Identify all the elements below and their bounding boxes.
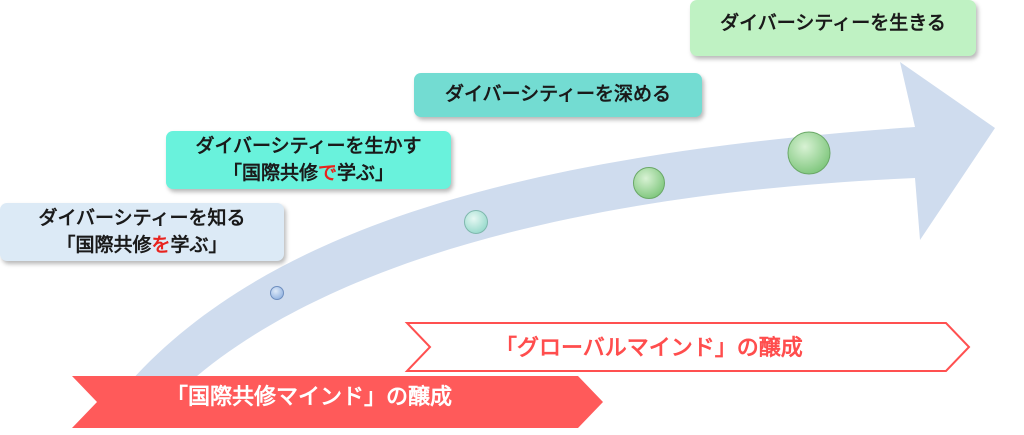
stage-2-title: ダイバーシティーを生かす [195, 135, 422, 157]
banner-kokusai-label: 「国際共修マインド」の醸成 [166, 385, 453, 410]
stage-2-subtitle-pre: 「国際共修 [222, 162, 318, 184]
node-2 [464, 210, 488, 234]
stage-2-highlight: で [317, 162, 337, 184]
stage-2-subtitle: 「国際共修で学ぶ」 [166, 160, 451, 187]
stage-3-title: ダイバーシティーを深める [444, 83, 672, 105]
node-1 [270, 286, 284, 300]
stage-1-title: ダイバーシティーを知る [38, 207, 246, 229]
node-4 [787, 131, 831, 175]
stage-box-utilize: ダイバーシティーを生かす 「国際共修で学ぶ」 [166, 131, 451, 189]
stage-box-deepen: ダイバーシティーを深める [414, 73, 702, 117]
node-3 [633, 167, 665, 199]
stage-4-title: ダイバーシティーを生きる [720, 12, 946, 34]
growth-arrow [130, 62, 995, 382]
stage-1-subtitle-post: 学ぶ」 [170, 234, 228, 256]
banner-global [404, 322, 971, 372]
stage-1-subtitle: 「国際共修を学ぶ」 [0, 232, 284, 259]
stage-1-highlight: を [151, 234, 171, 256]
stage-box-know: ダイバーシティーを知る 「国際共修を学ぶ」 [0, 203, 284, 261]
banner-global-label: 「グローバルマインド」の醸成 [495, 336, 803, 361]
stage-1-subtitle-pre: 「国際共修 [56, 234, 152, 256]
stage-box-live: ダイバーシティーを生きる [690, 0, 976, 56]
stage-2-subtitle-post: 学ぶ」 [337, 162, 395, 184]
banner-kokusai [72, 376, 603, 428]
